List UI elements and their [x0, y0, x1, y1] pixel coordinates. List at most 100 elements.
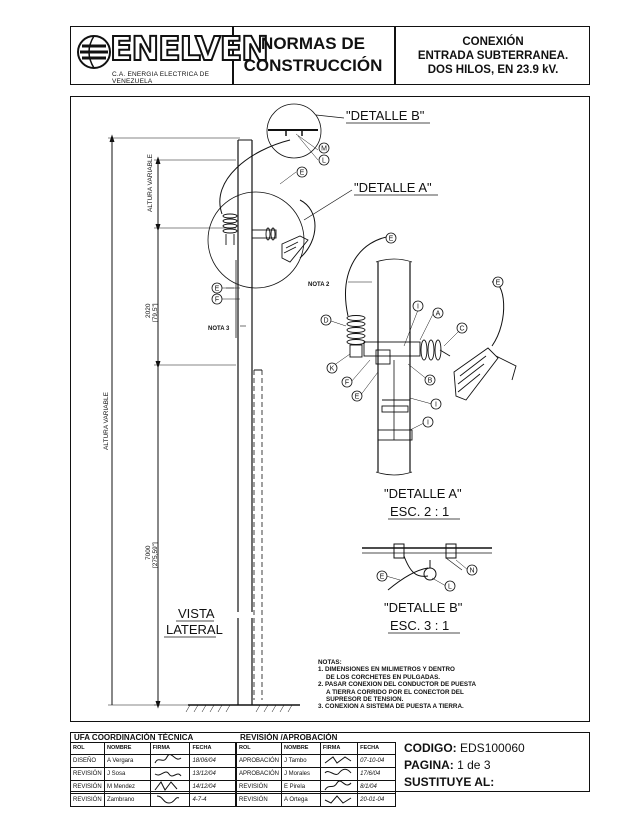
callout-i-a2: I [435, 402, 437, 409]
detalle-a-scale: ESC. 2 : 1 [390, 504, 449, 519]
callout-k: K [330, 366, 335, 373]
right-header: REVISIÓN /APROBACIÓN [240, 733, 338, 742]
row-nombre: J Tambo [281, 753, 321, 768]
row-rol: DISEÑO [70, 753, 105, 768]
callout-f-a: F [345, 380, 349, 387]
callout-i-a3: I [427, 420, 429, 427]
col-nombre: NOMBRE [281, 742, 321, 755]
header-divider-1 [232, 26, 234, 85]
row-rol: REVISIÓN [70, 779, 105, 794]
enelven-logo: ENELVEN C.A. ENERGIA ELECTRICA DE VENEZU… [76, 28, 270, 85]
row-rol: REVISIÓN [70, 766, 105, 781]
table-row: APROBACIÓN J Morales 17/6/04 [235, 766, 396, 781]
dim-2020: 2020 [145, 303, 152, 318]
note-line-1: 1. DIMENSIONES EN MILIMETROS Y DENTRO [318, 666, 455, 674]
row-fecha: 13/12/04 [189, 766, 236, 781]
signature [319, 779, 359, 794]
altura-variable-left: ALTURA VARIABLE [103, 391, 110, 450]
table-row: REVISIÓN E Pirela 8/1/04 [235, 779, 396, 794]
callout-n: N [469, 568, 474, 575]
row-fecha: 20-01-04 [357, 792, 396, 807]
codigo-line: CODIGO: EDS100060 [404, 740, 588, 757]
nota-2-label: NOTA 2 [308, 282, 330, 288]
header-divider-2 [394, 26, 396, 85]
col-fecha: FECHA [357, 742, 396, 755]
signature [149, 753, 191, 768]
col-rol: ROL [70, 742, 105, 755]
signature [319, 766, 359, 781]
note-line-2: DE LOS CORCHETES EN PULGADAS. [326, 673, 441, 681]
note-line-6: 3. CONEXION A SISTEMA DE PUESTA A TIERRA… [318, 703, 464, 711]
signature [319, 753, 359, 768]
signature [319, 792, 359, 807]
title-line-1: NORMAS DE [261, 34, 365, 53]
callout-d: D [323, 318, 328, 325]
row-nombre: J Sosa [103, 766, 151, 781]
col-fecha: FECHA [189, 742, 236, 755]
vista-label-2: LATERAL [166, 622, 223, 637]
signature [149, 766, 191, 781]
drawing-frame [70, 96, 590, 722]
detalle-b-title: "DETALLE B" [346, 108, 425, 123]
altura-variable-top: ALTURA VARIABLE [147, 153, 154, 212]
right-approval-table: ROL NOMBRE FIRMA FECHA APROBACIÓN J Tamb… [235, 742, 396, 807]
callout-c: C [459, 326, 464, 333]
detalle-a-title: "DETALLE A" [354, 180, 432, 195]
callout-e-b: E [380, 574, 385, 581]
callout-a: A [436, 311, 441, 318]
left-header: UFA COORDINACIÓN TÉCNICA [74, 733, 194, 742]
callout-e-top: E [300, 170, 305, 177]
notes-block: NOTAS: 1. DIMENSIONES EN MILIMETROS Y DE… [318, 659, 518, 711]
pagina-label: PAGINA: [404, 758, 454, 772]
signature [149, 779, 191, 794]
col-firma: FIRMA [149, 742, 191, 755]
callout-e-a1: E [389, 236, 394, 243]
company-name: C.A. ENERGIA ELECTRICA DE VENEZUELA [112, 71, 210, 85]
page-title: NORMAS DE CONSTRUCCIÓN [234, 33, 392, 77]
vista-label-1: VISTA [178, 606, 215, 621]
dim-7000: 7000 [145, 545, 152, 560]
row-fecha: 07-10-04 [357, 753, 396, 768]
nota-3-label: NOTA 3 [208, 326, 230, 332]
callout-e-a3: E [355, 394, 360, 401]
note-line-3: 2. PASAR CONEXION DEL CONDUCTOR DE PUEST… [318, 681, 477, 689]
row-nombre: J Morales [281, 766, 321, 781]
note-line-5: SUPRESOR DE TENSION. [326, 696, 404, 704]
callout-e-a2: E [496, 280, 501, 287]
callout-b: B [428, 378, 433, 385]
table-row: REVISIÓN M Mendez 14/12/04 [70, 779, 236, 794]
row-rol: REVISIÓN [70, 792, 105, 807]
row-rol: APROBACIÓN [235, 753, 283, 768]
code-block: CODIGO: EDS100060 PAGINA: 1 de 3 SUSTITU… [404, 740, 588, 791]
row-nombre: E Pirela [281, 779, 321, 794]
notes-title: NOTAS: [318, 659, 342, 666]
row-nombre: M Mendez [103, 779, 151, 794]
row-fecha: 14/12/04 [189, 779, 236, 794]
pagina-value: 1 de 3 [457, 758, 491, 772]
callout-i-a1: I [417, 304, 419, 311]
dim-7000-in: [275,59"] [152, 542, 159, 568]
callout-e-pole: E [215, 286, 220, 293]
detalle-b-scale: ESC. 3 : 1 [390, 618, 449, 633]
sustituye-line: SUSTITUYE AL: [404, 774, 588, 791]
table-row: REVISIÓN A Ortega 20-01-04 [235, 792, 396, 807]
row-rol: APROBACIÓN [235, 766, 283, 781]
row-fecha: 8/1/04 [357, 779, 396, 794]
row-nombre: A Vergara [103, 753, 151, 768]
callout-f-pole: F [215, 297, 219, 304]
table-row: REVISIÓN Zambrano 4-7-4 [70, 792, 236, 807]
signature [149, 792, 191, 807]
row-nombre: Zambrano [103, 792, 151, 807]
codigo-label: CODIGO: [404, 741, 457, 755]
callout-m: M [321, 146, 327, 153]
title-line-2: CONSTRUCCIÓN [243, 56, 383, 75]
logo-globe-icon [77, 35, 111, 69]
subject-line-2: ENTRADA SUBTERRANEA. [417, 50, 569, 62]
row-nombre: A Ortega [281, 792, 321, 807]
dim-2020-in: [79,5"] [152, 303, 159, 322]
left-approval-table: ROL NOMBRE FIRMA FECHA DISEÑO A Vergara … [70, 742, 236, 807]
callout-l-top: L [322, 158, 326, 165]
logo-wordmark: ENELVEN [109, 28, 270, 69]
col-firma: FIRMA [319, 742, 359, 755]
